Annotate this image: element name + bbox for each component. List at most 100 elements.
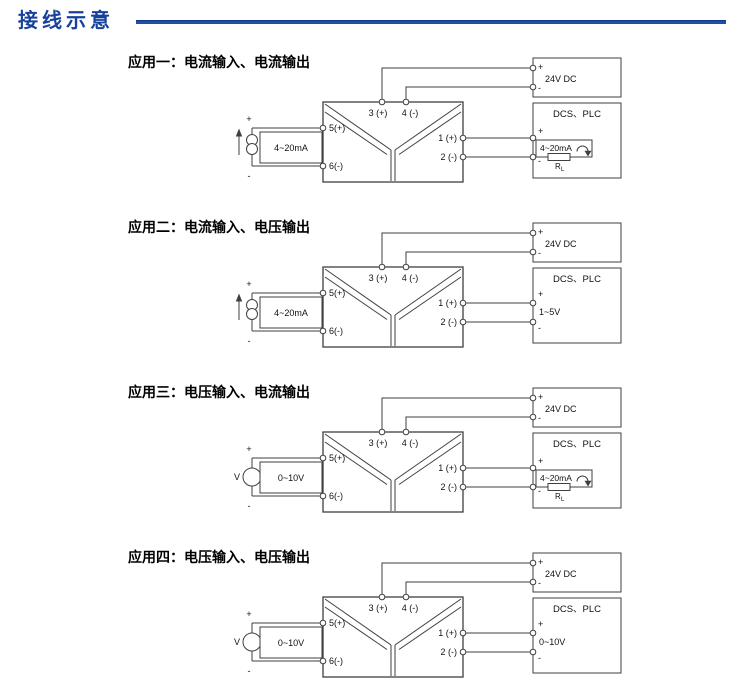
output-wires bbox=[463, 302, 533, 323]
load-resistor bbox=[547, 483, 571, 491]
diagram-title: 应用二：电流输入、电压输出 bbox=[128, 219, 310, 235]
dcs-plc-label: DCS、PLC bbox=[553, 109, 601, 120]
input-signal-box bbox=[259, 626, 323, 659]
current-loop-arrow bbox=[576, 145, 592, 157]
voltage-source: V bbox=[234, 467, 262, 487]
power-wires bbox=[381, 397, 533, 432]
power-voltage-label: 24V DC bbox=[545, 404, 577, 414]
power-supply-box: + - 24V DC bbox=[532, 387, 622, 428]
power-wires bbox=[381, 562, 533, 597]
terminal-2-label: 2 (-) bbox=[441, 317, 458, 327]
input-plus-label: + bbox=[246, 279, 251, 289]
output-signal-value: 1~5V bbox=[539, 307, 560, 317]
load-resistor-label: R bbox=[555, 492, 561, 501]
terminal-4-label: 4 (-) bbox=[402, 438, 419, 448]
current-direction-arrowhead bbox=[235, 128, 243, 137]
terminal-6-label: 6(-) bbox=[329, 656, 343, 666]
power-wires bbox=[381, 67, 533, 102]
terminal-3-label: 3 (+) bbox=[369, 108, 388, 118]
current-source bbox=[235, 128, 258, 155]
diagram-title: 应用一：电流输入、电流输出 bbox=[128, 54, 310, 70]
load-resistor-sub: L bbox=[561, 497, 565, 503]
diagram-app2: 应用二：电流输入、电压输出 + - 4~20mA 3 (+) 4 (-) 5(+… bbox=[128, 219, 622, 348]
load-resistor-label: R bbox=[555, 162, 561, 171]
output-signal-value: 0~10V bbox=[539, 637, 565, 647]
load-resistor-sub: L bbox=[561, 167, 565, 173]
current-loop-arrow bbox=[576, 475, 592, 487]
isolator: 3 (+) 4 (-) 5(+) 6(-) 1 (+) 2 (-) bbox=[322, 596, 464, 678]
isolator-box bbox=[322, 431, 464, 513]
terminal-dots bbox=[319, 229, 537, 335]
diagram-app4: 应用四：电压输入、电压输出 + - V 0~10V 3 (+) 4 (-) 5(… bbox=[128, 549, 622, 678]
terminal-5-label: 5(+) bbox=[329, 618, 345, 628]
isolator-y-symbol bbox=[324, 598, 462, 676]
power-plus-label: + bbox=[538, 392, 543, 402]
load-resistor bbox=[547, 153, 571, 161]
title-rule bbox=[136, 20, 726, 24]
terminal-5-label: 5(+) bbox=[329, 453, 345, 463]
power-supply-box: + - 24V DC bbox=[532, 57, 622, 98]
current-source bbox=[235, 293, 258, 320]
output-minus-label: - bbox=[538, 653, 541, 663]
terminal-2-label: 2 (-) bbox=[441, 482, 458, 492]
output-minus-label: - bbox=[538, 156, 541, 166]
dcs-plc-label: DCS、PLC bbox=[553, 274, 601, 285]
input-plus-label: + bbox=[246, 114, 251, 124]
power-voltage-label: 24V DC bbox=[545, 569, 577, 579]
terminal-2-label: 2 (-) bbox=[441, 647, 458, 657]
input-minus-label: - bbox=[248, 336, 251, 346]
dcs-plc-box: DCS、PLC + 0~10V - bbox=[532, 597, 622, 674]
terminal-1-label: 1 (+) bbox=[438, 628, 457, 638]
power-plus-label: + bbox=[538, 557, 543, 567]
output-wires bbox=[463, 632, 533, 653]
isolator: 3 (+) 4 (-) 5(+) 6(-) 1 (+) 2 (-) bbox=[322, 101, 464, 183]
power-supply-rect bbox=[532, 57, 622, 98]
terminal-6-label: 6(-) bbox=[329, 161, 343, 171]
output-wires bbox=[463, 467, 533, 488]
output-minus-label: - bbox=[538, 486, 541, 496]
input-minus-label: - bbox=[248, 501, 251, 511]
input-signal-value: 0~10V bbox=[278, 473, 304, 483]
voltage-source-label: V bbox=[234, 472, 240, 482]
input-signal-box bbox=[259, 131, 323, 164]
terminal-5-label: 5(+) bbox=[329, 288, 345, 298]
power-plus-label: + bbox=[538, 227, 543, 237]
power-voltage-label: 24V DC bbox=[545, 239, 577, 249]
diagram-app1: 应用一：电流输入、电流输出 + - 4~20mA 3 (+) 4 (-) 5(+… bbox=[128, 54, 622, 183]
isolator-y-symbol bbox=[324, 433, 462, 511]
dcs-plc-label: DCS、PLC bbox=[553, 604, 601, 615]
output-wires bbox=[463, 137, 533, 158]
power-wires bbox=[381, 232, 533, 267]
power-minus-label: - bbox=[538, 248, 541, 258]
input-minus-label: - bbox=[248, 666, 251, 676]
output-plus-label: + bbox=[538, 126, 543, 136]
dcs-plc-rect bbox=[532, 267, 622, 344]
terminal-dots bbox=[319, 64, 537, 170]
terminal-3-label: 3 (+) bbox=[369, 273, 388, 283]
voltage-source-symbol bbox=[242, 632, 262, 652]
output-minus-label: - bbox=[538, 323, 541, 333]
diagram-title: 应用四：电压输入、电压输出 bbox=[128, 549, 310, 565]
dcs-plc-box: DCS、PLC + 4~20mA - R L bbox=[532, 102, 622, 179]
isolator-box bbox=[322, 266, 464, 348]
terminal-dots bbox=[319, 559, 537, 665]
terminal-2-label: 2 (-) bbox=[441, 152, 458, 162]
output-signal-value: 4~20mA bbox=[540, 143, 572, 153]
dcs-plc-box: DCS、PLC + 4~20mA - R L bbox=[532, 432, 622, 509]
isolator-y-symbol bbox=[324, 103, 462, 181]
isolator-y-symbol bbox=[324, 268, 462, 346]
voltage-source-symbol bbox=[242, 467, 262, 487]
terminal-1-label: 1 (+) bbox=[438, 463, 457, 473]
isolator: 3 (+) 4 (-) 5(+) 6(-) 1 (+) 2 (-) bbox=[322, 431, 464, 513]
diagram-title: 应用三：电压输入、电流输出 bbox=[128, 384, 310, 400]
input-signal-box bbox=[259, 461, 323, 494]
terminal-3-label: 3 (+) bbox=[369, 438, 388, 448]
power-supply-box: + - 24V DC bbox=[532, 552, 622, 593]
dcs-plc-box: DCS、PLC + 1~5V - bbox=[532, 267, 622, 344]
terminal-3-label: 3 (+) bbox=[369, 603, 388, 613]
diagram-app3: 应用三：电压输入、电流输出 + - V 0~10V 3 (+) 4 (-) 5(… bbox=[128, 384, 622, 513]
power-plus-label: + bbox=[538, 62, 543, 72]
power-supply-rect bbox=[532, 387, 622, 428]
isolator: 3 (+) 4 (-) 5(+) 6(-) 1 (+) 2 (-) bbox=[322, 266, 464, 348]
